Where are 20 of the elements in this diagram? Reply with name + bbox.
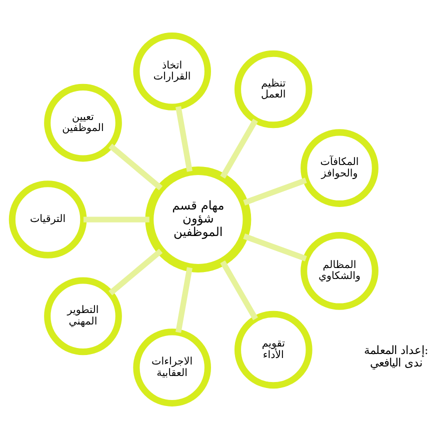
connector [243, 177, 307, 205]
connector [176, 106, 192, 172]
connector [108, 248, 163, 295]
node-circle: اتخاذ القرارات [133, 32, 212, 110]
connector [220, 118, 258, 178]
node-circle: المظالم والشكاوي [300, 232, 378, 310]
label: إعداد المعلمة: ندى اليافعي [364, 344, 428, 369]
connector [176, 266, 192, 332]
node-circle: الاجراءات العقابية [133, 328, 212, 406]
node-circle: المكافآت والحوافز [300, 128, 378, 206]
node-circle: تقويم الأداء [234, 310, 312, 388]
node-circle: تنظيم العمل [234, 50, 312, 128]
node-circle: التطوير المهني [44, 276, 122, 355]
node-circle: الترقيات [8, 180, 87, 258]
connector [243, 233, 307, 261]
connector [84, 216, 150, 222]
node-circle: تعيين الموظفين [44, 83, 122, 162]
node-circle: مهام قسم شؤون الموظفين [145, 166, 252, 272]
connector [220, 260, 258, 320]
connector [108, 143, 163, 190]
